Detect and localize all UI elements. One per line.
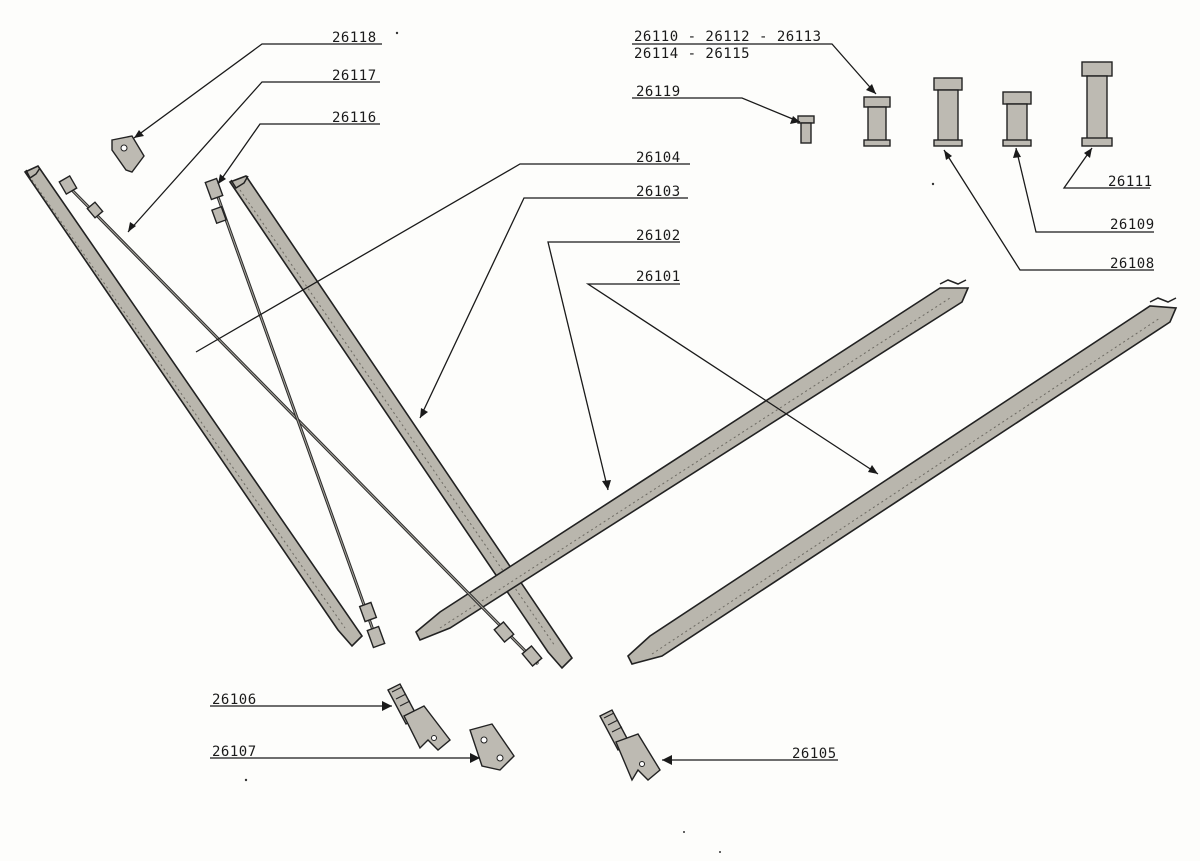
print-specks [244,31,935,853]
label-26105: 26105 [792,746,837,762]
label-26101: 26101 [636,269,681,285]
label-26118: 26118 [332,30,377,46]
strut-26101 [627,297,1178,665]
strut-26103 [228,175,574,670]
label-26109: 26109 [1110,217,1155,233]
part-26118-clevis-plate [111,135,145,173]
part-26108-bushing [933,77,963,147]
label-26117: 26117 [332,68,377,84]
part-26119-pin [797,115,815,144]
label-26102: 26102 [636,228,681,244]
label-26108: 26108 [1110,256,1155,272]
leader-lines [127,43,1154,765]
label-26104: 26104 [636,150,681,166]
bracing-wire-26117 [58,174,543,667]
part-26109-bushing [1002,91,1032,147]
strut-far-left [23,164,364,648]
label-26119: 26119 [636,84,681,100]
part-26105-fork-end [599,709,661,782]
part-26106-fork-end [387,683,451,751]
strut-26102 [415,279,970,642]
part-26110-bushing [863,96,891,147]
label-26111: 26111 [1108,174,1153,190]
label-26110-group-line2: 26114 - 26115 [634,46,750,62]
label-26110-group-line1: 26110 - 26112 - 26113 [634,29,822,45]
label-26116: 26116 [332,110,377,126]
label-26106: 26106 [212,692,257,708]
part-26107-link-plate [469,723,515,771]
label-26107: 26107 [212,744,257,760]
bracing-wire-26116 [204,177,386,649]
label-26103: 26103 [636,184,681,200]
part-26111-bushing [1081,61,1113,147]
